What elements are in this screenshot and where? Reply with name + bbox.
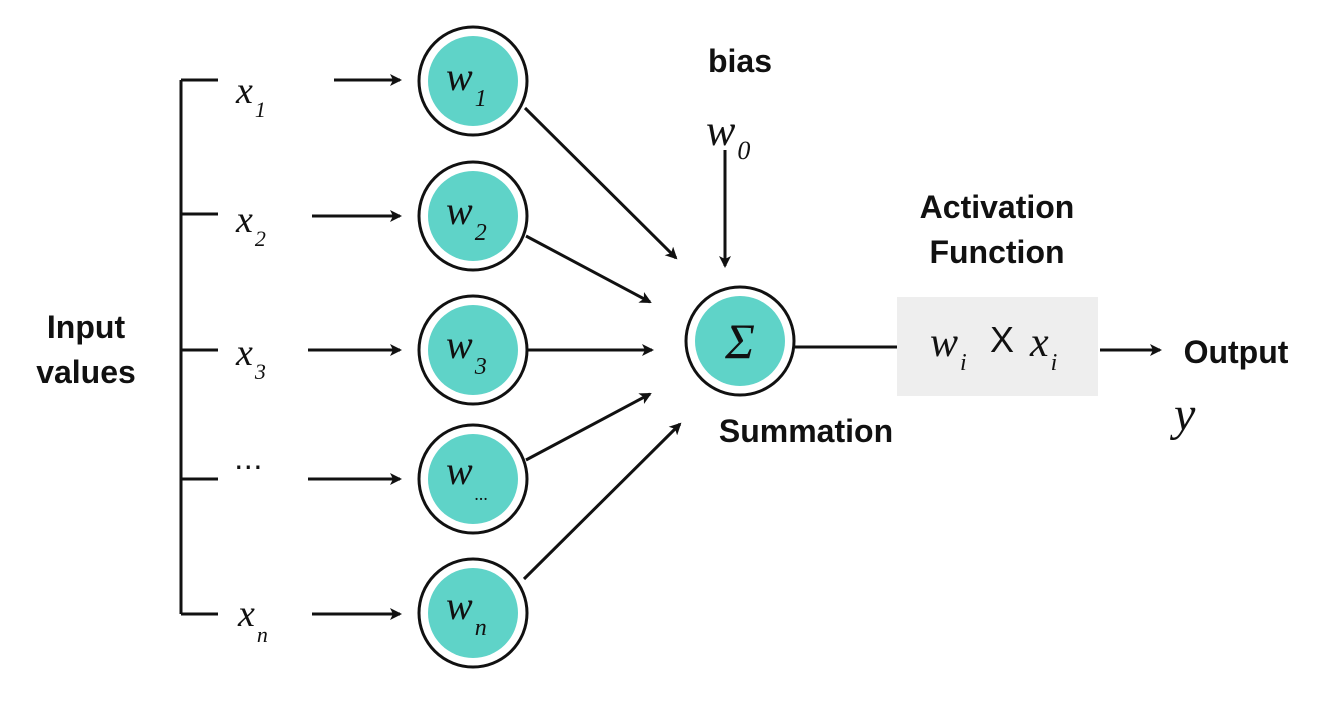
wdots-base: w	[446, 448, 473, 493]
svg-text:x1: x1	[235, 70, 266, 122]
input-ellipsis: ⋅⋅⋅	[234, 452, 263, 485]
input-x3-sub: 3	[254, 359, 266, 384]
arrow-wdots-sum	[525, 392, 652, 462]
w1-base: w	[446, 54, 473, 99]
input-x1-sub: 1	[255, 97, 266, 122]
input-xn-base: x	[237, 593, 255, 635]
weight-node-wn: wn	[417, 557, 529, 669]
formula-x-base: x	[1029, 320, 1049, 366]
svg-text:xn: xn	[237, 593, 268, 647]
w3-sub: 3	[474, 354, 487, 380]
svg-text:x2: x2	[235, 199, 266, 251]
wdots-sub: ...	[475, 484, 489, 504]
svg-text:w1: w1	[446, 54, 487, 112]
w2-base: w	[446, 188, 473, 233]
weight-node-w2: w2	[417, 160, 529, 272]
svg-text:w...: w...	[446, 448, 488, 504]
svg-text:w2: w2	[446, 188, 487, 246]
weight-node-w3-fill	[428, 305, 518, 395]
input-x1-base: x	[235, 70, 253, 112]
weight-node-w1-fill	[428, 36, 518, 126]
bias-weight-base: w	[706, 106, 736, 155]
bias-weight: w0	[706, 106, 750, 165]
activation-label-line1: Activation	[920, 189, 1075, 225]
svg-text:⋅⋅⋅: ⋅⋅⋅	[234, 452, 263, 485]
formula-w-sub: i	[960, 350, 967, 376]
sigma-symbol: Σ	[724, 313, 755, 369]
input-xn: xn	[237, 593, 268, 647]
svg-text:xi: xi	[1029, 320, 1057, 376]
svg-text:w3: w3	[446, 322, 487, 380]
activation-label-line2: Function	[929, 234, 1064, 270]
summation-node: Σ	[684, 285, 796, 397]
summation-node-fill	[695, 296, 785, 386]
input-bracket	[179, 78, 218, 616]
bias-weight-sub: 0	[737, 136, 750, 165]
input-xn-sub: n	[257, 622, 268, 647]
arrow-wn-sum	[522, 422, 682, 581]
svg-text:wn: wn	[446, 583, 487, 641]
activation-formula: wi X xi	[930, 319, 1057, 376]
w2-sub: 2	[475, 220, 487, 246]
input-x3-base: x	[235, 332, 253, 374]
input-values-label-line1: Input	[47, 309, 126, 345]
input-x3: x3	[235, 332, 266, 384]
arrow-w2-sum	[525, 234, 652, 304]
weight-node-wn-fill	[428, 568, 518, 658]
svg-text:wi: wi	[930, 320, 967, 376]
output-symbol: y	[1169, 388, 1196, 441]
wn-sub: n	[475, 615, 487, 641]
output-label: Output	[1184, 334, 1289, 370]
formula-times: X	[990, 319, 1014, 360]
weight-node-wdots: w...	[417, 423, 529, 535]
w3-base: w	[446, 322, 473, 367]
arrow-w1-sum	[523, 106, 678, 260]
weight-node-w1: w1	[417, 25, 529, 137]
formula-w-base: w	[930, 320, 958, 366]
summation-label: Summation	[719, 413, 893, 449]
formula-x-sub: i	[1051, 350, 1058, 376]
weight-node-wdots-fill	[428, 434, 518, 524]
input-x2: x2	[235, 199, 266, 251]
wn-base: w	[446, 583, 473, 628]
input-values-label-line2: values	[36, 354, 136, 390]
input-x2-base: x	[235, 199, 253, 241]
input-x2-sub: 2	[255, 226, 266, 251]
svg-text:x3: x3	[235, 332, 266, 384]
weight-node-w2-fill	[428, 171, 518, 261]
weight-node-w3: w3	[417, 294, 529, 406]
activation-box	[897, 297, 1098, 396]
bias-label: bias	[708, 43, 772, 79]
input-x1: x1	[235, 70, 266, 122]
w1-sub: 1	[475, 86, 487, 112]
